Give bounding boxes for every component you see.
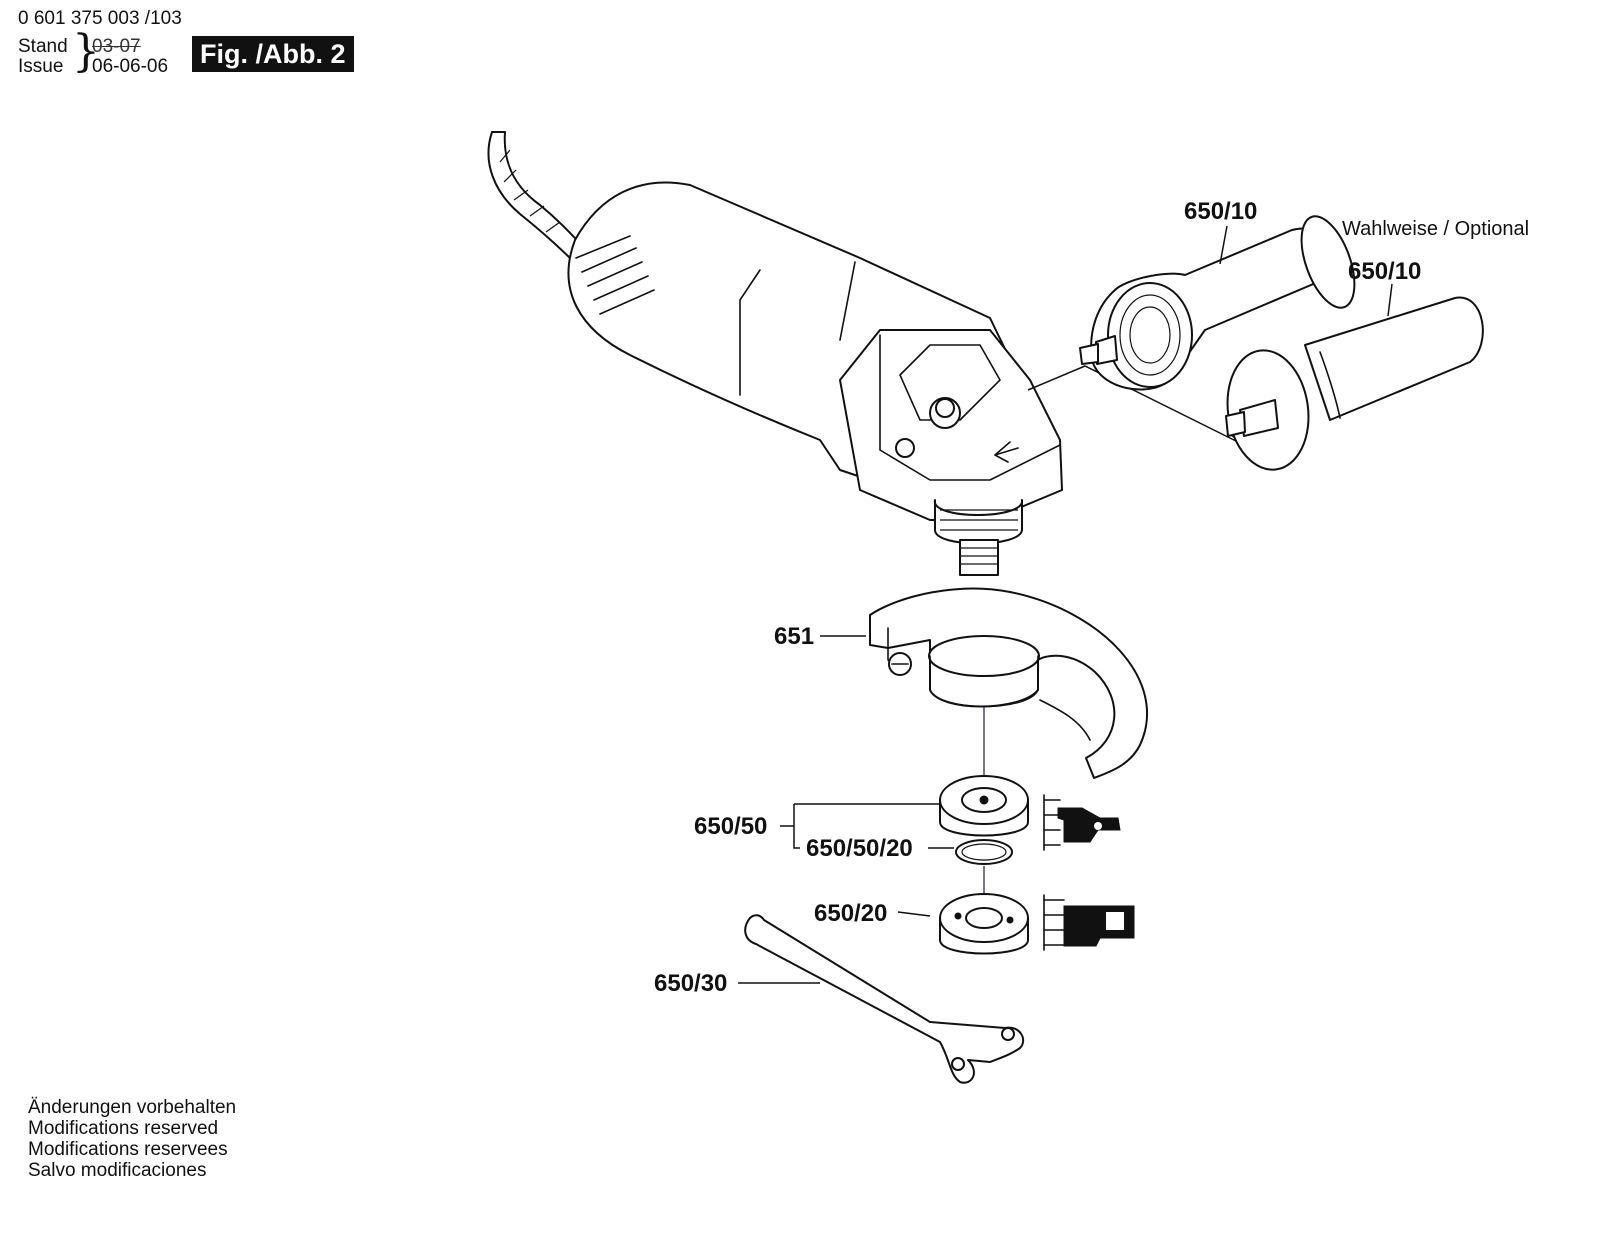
footer-notes: Änderungen vorbehalten Modifications res… [28,1097,236,1181]
power-cord [487,131,585,263]
wheel-guard [869,587,1148,779]
auxiliary-handle-a [1079,215,1356,391]
callout-handle-a: 650/10 [1184,198,1258,225]
mounting-flange [939,775,1029,837]
footer-line-en: Modifications reserved [28,1118,219,1139]
angle-grinder [567,181,1063,576]
callout-guard: 651 [774,623,815,650]
callout-flange-assembly: 650/50 [694,813,768,840]
date-brace-icon: } [72,26,100,77]
clamping-nut [939,893,1029,955]
optional-note: Wahlweise / Optional [1342,218,1530,240]
callout-o-ring: 650/50/20 [806,835,913,862]
issue-date: 06-06-06 [92,56,169,77]
stand-label: Stand [18,36,68,57]
callout-leaders [738,225,1393,984]
o-ring [955,839,1013,865]
footer-line-de: Änderungen vorbehalten [28,1097,237,1118]
footer-line-fr: Modifications reservees [28,1139,228,1160]
auxiliary-handle-b [1225,296,1484,471]
figure-label: Fig. /Abb. 2 [192,36,354,72]
two-pin-spanner [744,914,1025,1084]
callout-spanner: 650/30 [654,970,728,997]
flange-section-detail [1043,794,1121,851]
callout-clamp-nut: 650/20 [814,900,888,927]
footer-line-es: Salvo modificaciones [28,1160,207,1181]
nut-section-detail [1043,894,1135,951]
issue-label: Issue [18,56,64,77]
stand-date: 03-07 [92,36,141,57]
part-number: 0 601 375 003 /103 [18,8,182,29]
callout-handle-b: 650/10 [1348,258,1422,285]
